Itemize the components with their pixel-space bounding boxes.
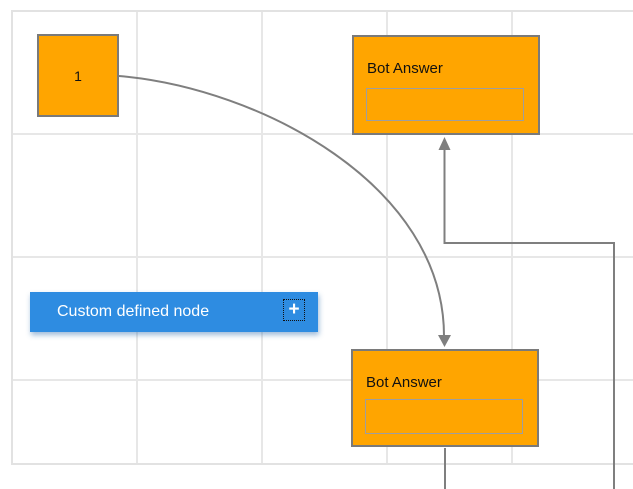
node-custom-defined[interactable]: Custom defined node + <box>30 292 318 332</box>
custom-node-label: Custom defined node <box>57 303 210 320</box>
node-bot-answer-top[interactable]: Bot Answer <box>352 35 540 135</box>
connector-curve[interactable] <box>118 75 451 347</box>
node-start-label: 1 <box>74 67 82 84</box>
node-text-field[interactable] <box>365 399 523 434</box>
connector-orthogonal[interactable] <box>438 137 615 489</box>
add-node-button[interactable]: + <box>283 299 305 321</box>
node-title: Bot Answer <box>367 60 443 77</box>
arrowhead-up-icon <box>438 137 451 150</box>
plus-icon: + <box>288 298 300 320</box>
node-bot-answer-bottom[interactable]: Bot Answer <box>351 349 539 447</box>
node-title: Bot Answer <box>366 374 442 391</box>
arrowhead-down-icon <box>438 335 451 347</box>
node-start[interactable]: 1 <box>37 34 119 117</box>
node-text-field[interactable] <box>366 88 524 121</box>
